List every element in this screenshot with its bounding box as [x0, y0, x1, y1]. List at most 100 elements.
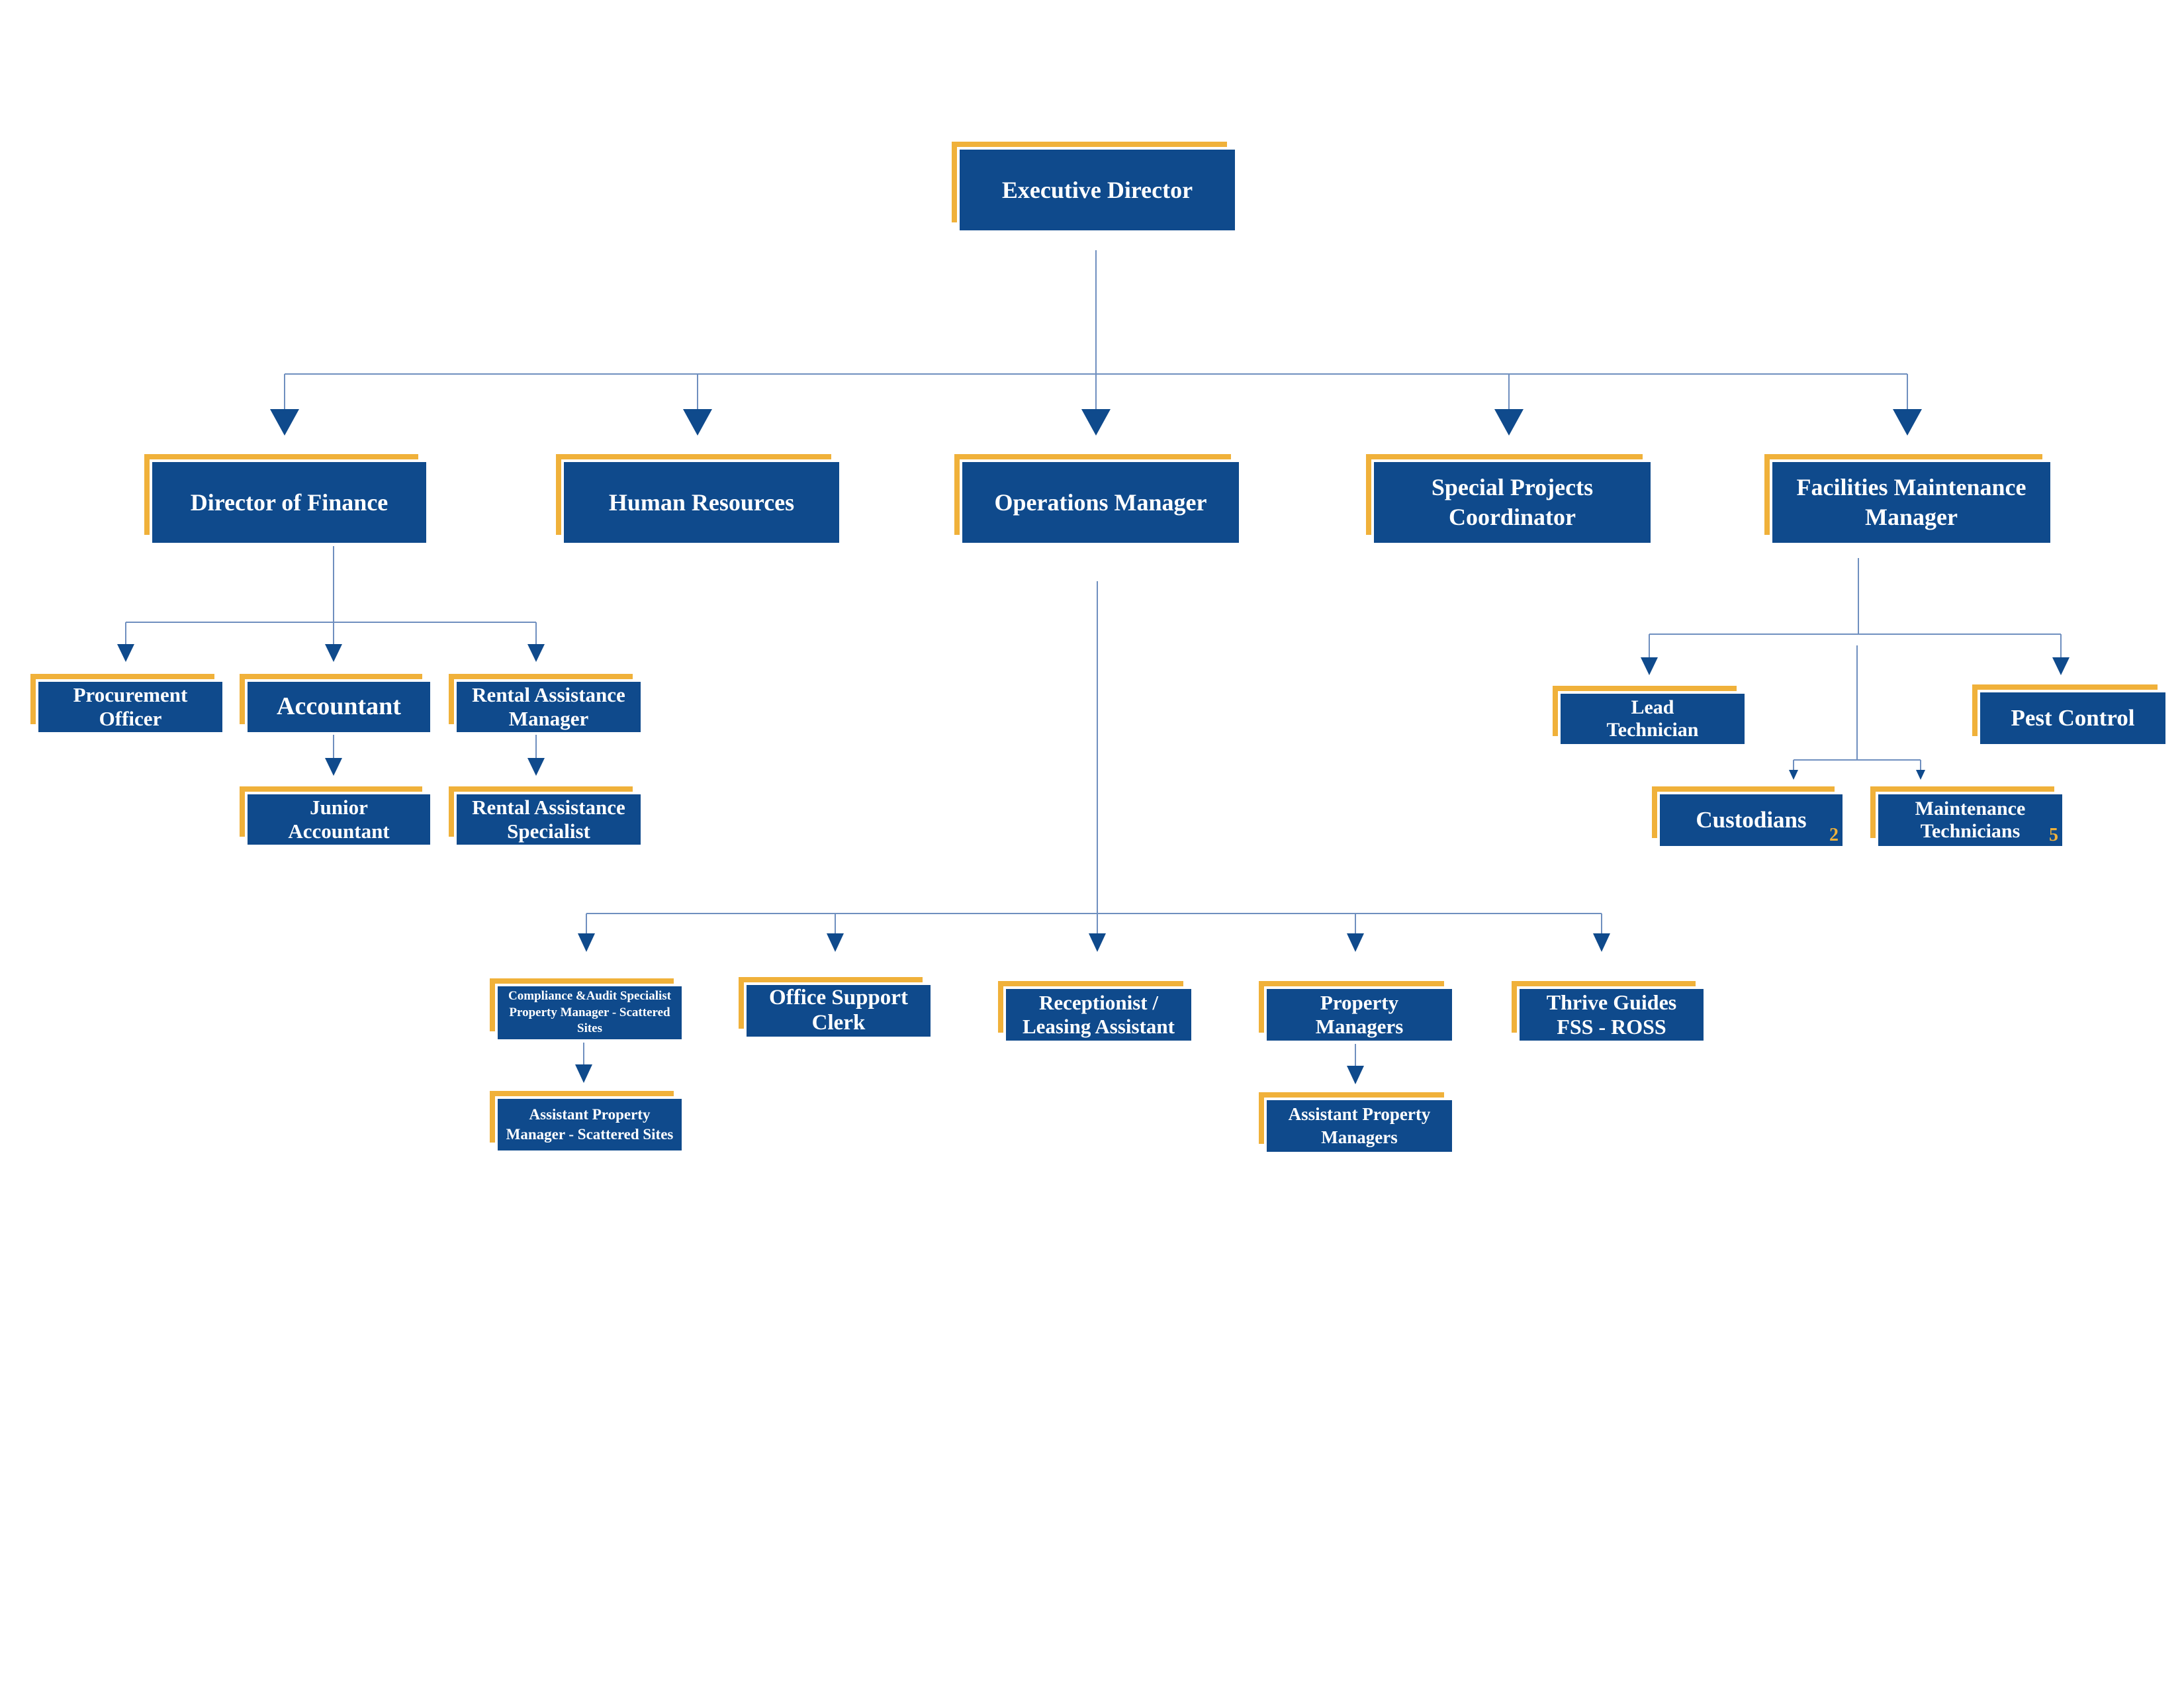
arrow-head: [2052, 657, 2070, 675]
arrow-head: [325, 644, 342, 662]
arrow-head: [117, 644, 134, 662]
accent-frame: [449, 786, 633, 837]
node-assistant-property-managers: Assistant Property Managers: [1259, 1092, 1452, 1152]
arrow-head: [1641, 657, 1658, 675]
node-operations-manager: Operations Manager: [954, 454, 1239, 543]
node-human-resources: Human Resources: [556, 454, 839, 543]
node-label-line1: Rental Assistance: [472, 683, 625, 707]
node-executive-director: Executive Director: [952, 142, 1235, 230]
node-box: Thrive Guides FSS - ROSS: [1520, 989, 1704, 1041]
node-label-line1: Junior: [310, 796, 368, 820]
node-box: Assistant Property Managers: [1267, 1100, 1452, 1152]
node-label-line2: Property Manager - Scattered: [509, 1005, 670, 1019]
node-facilities-maintenance-manager: Facilities Maintenance Manager: [1764, 454, 2050, 543]
accent-frame: [240, 786, 422, 837]
accent-frame: [998, 981, 1183, 1033]
node-label-line1: Special Projects: [1431, 474, 1594, 500]
node-box: Human Resources: [564, 462, 839, 543]
arrow-head: [1494, 409, 1524, 436]
arrow-head: [1081, 409, 1111, 436]
accent-frame: [240, 674, 422, 724]
node-box: Director of Finance: [152, 462, 426, 543]
accent-frame: [144, 454, 418, 535]
node-box: Maintenance Technicians 5: [1878, 794, 2062, 846]
accent-frame: [556, 454, 831, 535]
accent-frame: [1764, 454, 2042, 535]
node-box: Receptionist / Leasing Assistant: [1006, 989, 1191, 1041]
accent-frame: [490, 1091, 674, 1143]
node-compliance-audit-specialist: Compliance &Audit Specialist Property Ma…: [490, 978, 682, 1039]
node-label: Director of Finance: [190, 489, 388, 516]
arrow-head: [578, 933, 595, 952]
accent-frame: [1553, 686, 1737, 736]
accent-frame: [490, 978, 674, 1031]
node-director-of-finance: Director of Finance: [144, 454, 426, 543]
node-box: Rental Assistance Specialist: [457, 794, 641, 845]
node-procurement-officer: Procurement Officer: [30, 674, 222, 732]
node-label-line2: Manager: [508, 707, 589, 730]
node-box: Special Projects Coordinator: [1374, 462, 1651, 543]
node-box: Operations Manager: [962, 462, 1239, 543]
node-box: Pest Control: [1980, 692, 2165, 744]
accent-frame: [30, 674, 214, 724]
accent-frame: [1972, 684, 2158, 736]
node-label-line2: Accountant: [288, 820, 390, 843]
accent-frame: [1259, 1092, 1444, 1144]
accent-frame: [1366, 454, 1643, 535]
node-box: Accountant: [248, 682, 430, 732]
arrow-head: [1347, 1066, 1364, 1084]
arrow-head: [325, 758, 342, 776]
node-label: Executive Director: [1001, 176, 1193, 203]
connector-arrows: [117, 409, 2070, 1084]
node-label-line2: Manager: [1865, 504, 1958, 530]
node-box: Property Managers: [1267, 989, 1452, 1041]
arrow-head: [1593, 933, 1610, 952]
node-pest-control: Pest Control: [1972, 684, 2165, 744]
node-label-line1: Assistant Property: [1288, 1103, 1431, 1124]
arrow-head: [683, 409, 712, 436]
node-box: Custodians 2: [1660, 794, 1843, 846]
node-label-line2: Managers: [1315, 1015, 1404, 1038]
node-label-line2: Manager - Scattered Sites: [506, 1126, 674, 1143]
headcount-badge: 5: [2049, 825, 2058, 845]
node-office-support-clerk: Office Support Clerk: [739, 977, 931, 1037]
node-label-line1: Lead: [1631, 696, 1674, 718]
node-rental-assistance-manager: Rental Assistance Manager: [449, 674, 641, 732]
arrow-head: [1347, 933, 1364, 952]
node-assistant-property-manager-scattered-sites: Assistant Property Manager - Scattered S…: [490, 1091, 682, 1150]
node-junior-accountant: Junior Accountant: [240, 786, 430, 845]
accent-frame: [1870, 786, 2054, 838]
node-box: Junior Accountant: [248, 794, 430, 845]
accent-frame: [449, 674, 633, 724]
node-label-line2: Clerk: [811, 1011, 866, 1035]
accent-frame: [1259, 981, 1444, 1033]
arrow-head: [575, 1064, 592, 1083]
node-label-line2: Officer: [99, 707, 162, 730]
arrow-head: [1893, 409, 1922, 436]
node-label: Custodians: [1696, 807, 1807, 833]
node-label-line1: Property: [1320, 991, 1399, 1015]
node-property-managers: Property Managers: [1259, 981, 1452, 1041]
node-label-line1: Compliance &Audit Specialist: [508, 988, 671, 1003]
node-rental-assistance-specialist: Rental Assistance Specialist: [449, 786, 641, 845]
node-box: Executive Director: [960, 150, 1235, 230]
node-box: Office Support Clerk: [747, 985, 931, 1037]
arrow-head: [527, 758, 545, 776]
node-label-line1: Thrive Guides: [1546, 990, 1677, 1015]
arrow-head: [1789, 770, 1798, 780]
node-label-line1: Rental Assistance: [472, 796, 625, 820]
node-label: Operations Manager: [994, 489, 1207, 516]
accent-frame: [739, 977, 923, 1029]
node-box: Lead Technician: [1561, 694, 1745, 744]
node-label: Pest Control: [2011, 705, 2135, 731]
node-label-line1: Assistant Property: [529, 1106, 651, 1123]
node-lead-technician: Lead Technician: [1553, 686, 1745, 744]
node-label-line2: Technician: [1606, 719, 1699, 741]
node-label-line1: Maintenance: [1915, 797, 2026, 820]
node-label-line2: Technicians: [1920, 820, 2021, 842]
accent-frame: [952, 142, 1227, 222]
accent-frame: [1512, 981, 1696, 1033]
node-box: Compliance &Audit Specialist Property Ma…: [498, 986, 682, 1039]
node-receptionist-leasing-assistant: Receptionist / Leasing Assistant: [998, 981, 1191, 1041]
